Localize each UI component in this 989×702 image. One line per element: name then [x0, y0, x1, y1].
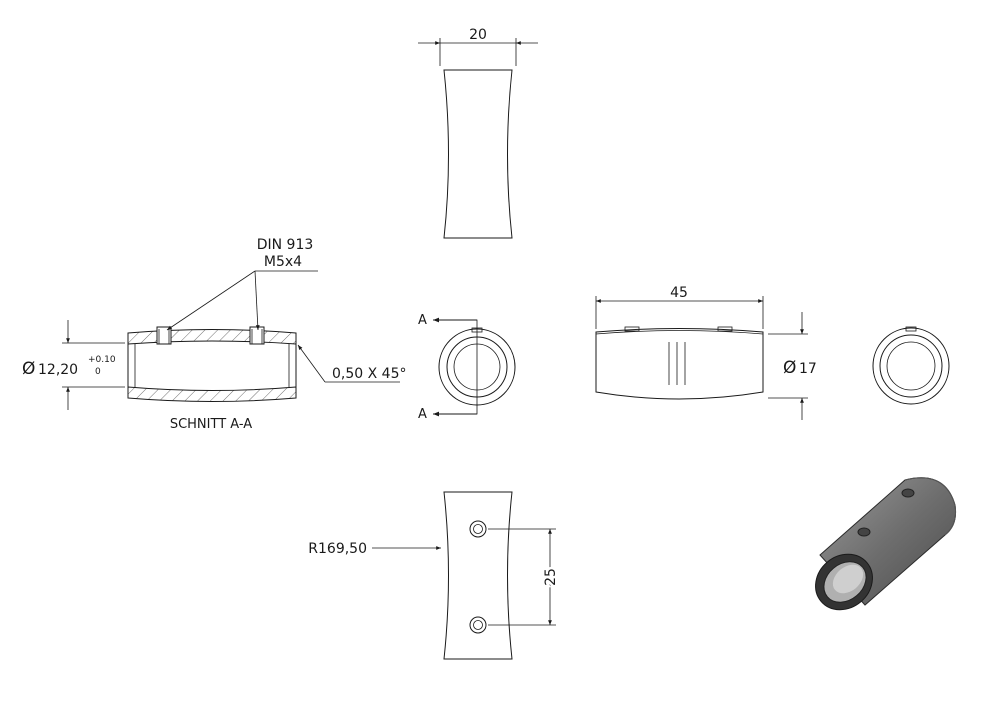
- screw-hole-lower: [469, 616, 487, 634]
- right-end-view: [872, 326, 950, 405]
- front-length-dimension: 45: [670, 285, 688, 301]
- chamfer-dimension: 0,50 X 45°: [332, 366, 406, 382]
- screw-spacing-dimension: 25: [543, 568, 559, 586]
- section-title: SCHNITT A-A: [170, 417, 252, 432]
- screw-hole-upper: [469, 520, 487, 538]
- section-letter-top: A: [418, 313, 427, 328]
- screw-size-label: M5x4: [264, 254, 302, 270]
- section-view: DIN 913 M5x4 0,50 X 45° Ø 12,20 +0.10 0 …: [22, 237, 406, 432]
- bottom-view: 25 R169,50: [308, 491, 562, 660]
- bore-tolerance-upper: +0.10: [88, 355, 116, 365]
- diameter-symbol-bore: Ø: [22, 359, 35, 379]
- front-diameter-dimension: 17: [799, 361, 817, 377]
- bore-tolerance-lower: 0: [95, 367, 101, 377]
- isometric-view: [815, 477, 956, 611]
- section-letter-bottom: A: [418, 407, 427, 422]
- front-view: 45 Ø 17: [595, 285, 817, 420]
- top-view: 20: [418, 27, 538, 239]
- end-view-section-mark: A A: [418, 313, 516, 422]
- diameter-symbol-front: Ø: [783, 358, 796, 378]
- screw-norm-label: DIN 913: [257, 237, 314, 253]
- isometric-screw-lower: [857, 527, 871, 537]
- radius-dimension: R169,50: [308, 541, 367, 557]
- setscrew-left: [156, 326, 172, 345]
- bore-diameter-dimension: 12,20: [38, 362, 78, 378]
- top-width-dimension: 20: [469, 27, 487, 43]
- isometric-screw-upper: [901, 488, 915, 498]
